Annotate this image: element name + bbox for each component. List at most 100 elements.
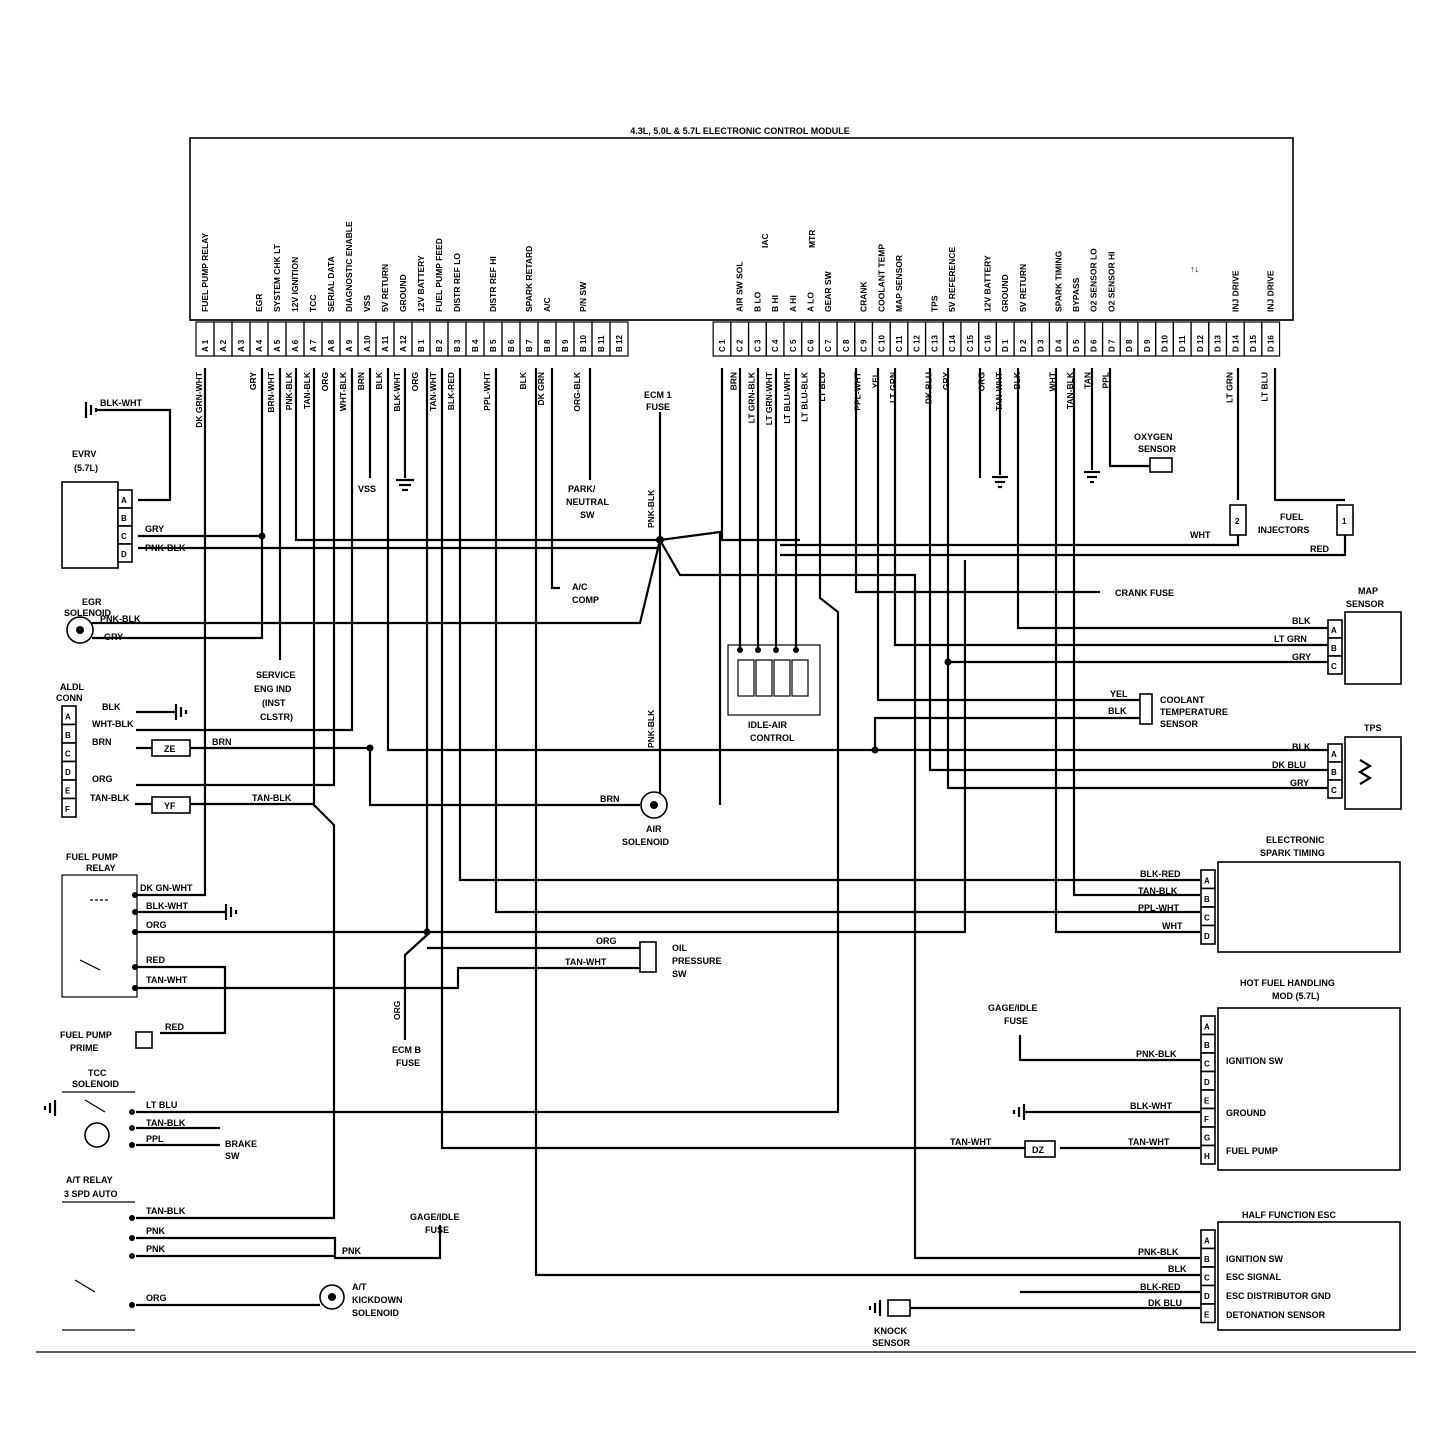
wire-label: GRY [104, 632, 123, 642]
wire-label: LT BLU [146, 1100, 177, 1110]
ecm-function-label: P/N SW [578, 281, 588, 312]
connector-pin-letter: A [1204, 877, 1210, 886]
ecm-pin-number: C 7 [824, 339, 833, 352]
wire-label: DK BLU [1272, 760, 1306, 770]
ecm-wire-label: LT BLU-WHT [782, 371, 792, 424]
ecm-pin-number: B 8 [543, 339, 552, 352]
ecm-pin-number: A 5 [273, 339, 282, 352]
ecm-pin-number: D 11 [1178, 335, 1187, 352]
service-label: ENG IND [254, 684, 292, 694]
at-relay: A/T RELAY 3 SPD AUTO TAN-BLK PNK PNK PNK… [62, 1175, 362, 1331]
wire-label: PPL-WHT [1138, 903, 1179, 913]
connector-pin-letter: B [1204, 895, 1210, 904]
hot-fuel-label: MOD (5.7L) [1272, 991, 1320, 1001]
ecm-function-label: O2 SENSOR HI [1106, 252, 1116, 312]
center-labels: SERVICE ENG IND (INST CLSTR) VSS PARK/ N… [254, 390, 672, 1235]
ecm-pin-number: D 13 [1214, 335, 1223, 352]
ecm-pin-number: A 11 [381, 335, 390, 352]
ecm-wire-label: ORG [410, 372, 420, 392]
unused-arrows: ↑↓ [1190, 264, 1199, 274]
ecm-pin-number: B 3 [453, 339, 462, 352]
evrv-label: EVRV [72, 449, 96, 459]
ecm-wire-label: LT BLU [817, 372, 827, 402]
wire-label: ORG [146, 1293, 167, 1303]
ecm1-fuse-label: ECM 1 [644, 390, 672, 400]
ecm-pin-number: C 5 [789, 339, 798, 352]
ecm-pin-number: A 6 [291, 339, 300, 352]
oil-sw-label: OIL [672, 943, 688, 953]
ground-symbols [43, 402, 1100, 1316]
coolant-label: TEMPERATURE [1160, 707, 1228, 717]
ecm-function-label: A/C [542, 297, 552, 312]
ecm-b-fuse-label: ECM B [392, 1045, 422, 1055]
ecm-function-label: TPS [929, 295, 939, 312]
park-neutral-label: SW [580, 510, 595, 520]
ecm-function-label: BYPASS [1071, 277, 1081, 312]
ecm-function-label: FUEL PUMP FEED [434, 238, 444, 312]
egr-label: SOLENOID [64, 608, 112, 618]
tcc-solenoid: TCC SOLENOID LT BLU TAN-BLK PPL BRAKE SW [62, 1068, 257, 1161]
ecm-pin-number: A 4 [255, 339, 264, 352]
ecm-wire-label: LT GRN [888, 372, 898, 403]
ecm-wire-label: GRY [248, 372, 258, 390]
service-label: SERVICE [256, 670, 295, 680]
iac-label: CONTROL [750, 733, 795, 743]
est-label: ELECTRONIC [1266, 835, 1325, 845]
wire-label: YEL [1110, 689, 1128, 699]
connector-pin-letter: D [1204, 932, 1210, 941]
connector-pin [1200, 1303, 1216, 1324]
ecm-pin-number: B 4 [471, 339, 480, 352]
ecm-wire-label: LT GRN-BLK [746, 371, 756, 423]
connector-pin-letter: A [121, 496, 127, 505]
wire-label: BLK [1168, 1264, 1187, 1274]
wire-label: TAN-WHT [146, 975, 188, 985]
ecm-wire-label: LT BLU [1260, 372, 1270, 402]
ecm-pin-number: C 12 [913, 335, 922, 352]
ecm-wire-label: DK GRN-WHT [194, 371, 204, 428]
connector-pin-letter: E [1204, 1311, 1210, 1320]
esc-gnd-label: ESC DISTRIBUTOR GND [1226, 1291, 1331, 1301]
ecm-module: 4.3L, 5.0L & 5.7L ELECTRONIC CONTROL MOD… [189, 126, 1294, 428]
ecm-pin-number: C 13 [930, 335, 939, 352]
ecm-wire-label: TAN-WHT [428, 371, 438, 411]
connector-pin-letter: C [1331, 662, 1337, 671]
ecm-function-label: 12V BATTERY [416, 255, 426, 312]
wire-label: WHT [1162, 921, 1183, 931]
connector-pin-letter: C [1331, 786, 1337, 795]
wire-label: PPL [146, 1134, 164, 1144]
ecm-pin-number: A 1 [201, 339, 210, 352]
wire-label: BLK [1108, 706, 1127, 716]
connector-pin [117, 543, 133, 563]
connector-pin-letter: B [65, 731, 71, 740]
wire-label: TAN-BLK [146, 1206, 186, 1216]
ecm-function-label: VSS [362, 295, 372, 312]
wire-label: ORG [596, 936, 617, 946]
ecm-pin-number: B 11 [597, 335, 606, 352]
tps-pins: ABC [1327, 743, 1343, 799]
connector-pin-letter: D [121, 550, 127, 559]
ecm-pin-number: D 3 [1037, 339, 1046, 352]
service-label: (INST [262, 698, 286, 708]
ecm-pin-number: C 11 [895, 335, 904, 352]
wire-label: BLK-RED [1140, 869, 1181, 879]
wire-label: WHT-BLK [92, 719, 134, 729]
egr-label: EGR [82, 597, 102, 607]
wire-label: PNK-BLK [1138, 1247, 1179, 1257]
oxygen-label: OXYGEN [1134, 432, 1173, 442]
vss-label: VSS [358, 484, 376, 494]
ecm-function-label: 12V IGNITION [290, 257, 300, 312]
ecm-wire-label: ORG [320, 372, 330, 392]
ecm-pin-cell [609, 321, 629, 357]
fpr-label: RELAY [86, 863, 116, 873]
ecm-pin-number: D 8 [1125, 339, 1134, 352]
ecm-pin-number: D 6 [1090, 339, 1099, 352]
ecm-function-label: EGR [254, 294, 264, 312]
at-relay-label: 3 SPD AUTO [64, 1189, 118, 1199]
ecm-wire-label: YEL [870, 372, 880, 389]
park-neutral-label: NEUTRAL [566, 497, 609, 507]
ac-comp-label: COMP [572, 595, 599, 605]
connector-pin-letter: C [1204, 1274, 1210, 1283]
tcc-label: TCC [88, 1068, 107, 1078]
